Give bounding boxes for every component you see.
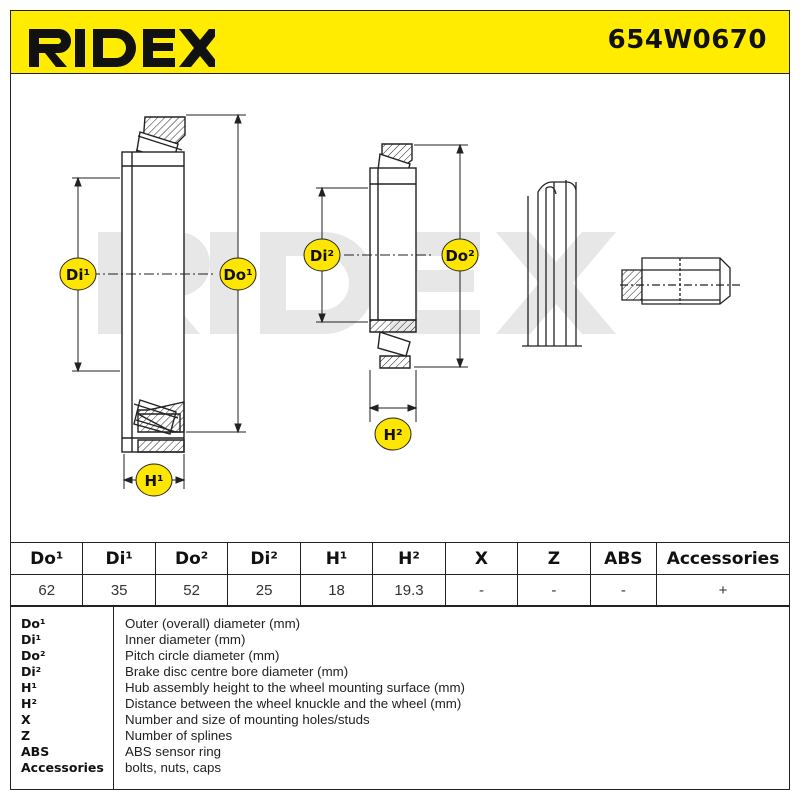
value-cell: 19.3 <box>372 574 446 607</box>
legend-desc: Number and size of mounting holes/studs <box>125 712 370 727</box>
bearing-2-section <box>369 143 417 369</box>
ring-section <box>620 257 740 305</box>
legend-desc: Distance between the wheel knuckle and t… <box>125 696 462 711</box>
legend-desc: Outer (overall) diameter (mm) <box>125 616 301 631</box>
legend-code: H¹ <box>21 680 37 695</box>
header-cell: Accessories <box>656 542 790 575</box>
spec-table: Do¹ Di¹ Do² Di² H¹ H² X Z ABS Accessorie… <box>9 542 790 607</box>
legend-desc: Brake disc centre bore diameter (mm) <box>125 664 349 679</box>
label-di1-text: Di¹ <box>66 266 90 284</box>
legend-row: Di¹ Inner diameter (mm) <box>11 632 789 648</box>
header-cell: Di¹ <box>82 542 156 575</box>
legend-row: Accessories bolts, nuts, caps <box>11 760 789 776</box>
label-di2-text: Di² <box>310 247 334 265</box>
label-h1: H¹ <box>135 463 173 497</box>
seal-section <box>522 180 582 347</box>
value-cell: - <box>444 574 519 607</box>
header-cell: Do¹ <box>9 542 84 575</box>
legend-row: X Number and size of mounting holes/stud… <box>11 712 789 728</box>
legend-row: ABS ABS sensor ring <box>11 744 789 760</box>
label-do2-text: Do² <box>445 247 474 265</box>
header-cell: H¹ <box>299 542 374 575</box>
legend-code: Do² <box>21 648 46 663</box>
legend-desc: Hub assembly height to the wheel mountin… <box>125 680 465 695</box>
header-cell: Do² <box>154 542 229 575</box>
legend-row: H¹ Hub assembly height to the wheel moun… <box>11 680 789 696</box>
header-cell: Z <box>517 542 591 575</box>
value-cell: + <box>656 574 790 607</box>
bearing-drawing: Di¹ Do¹ H¹ Di² Do² H² <box>59 113 740 497</box>
header-cell: X <box>444 542 519 575</box>
label-do1-text: Do¹ <box>223 266 252 284</box>
bearing-2-dimensions <box>316 143 468 422</box>
legend-row: Do² Pitch circle diameter (mm) <box>11 648 789 664</box>
label-h2: H² <box>374 417 412 451</box>
label-h2-text: H² <box>383 426 402 444</box>
bearing-1-section <box>121 116 186 453</box>
legend-desc: ABS sensor ring <box>125 744 222 759</box>
value-cell: - <box>589 574 658 607</box>
legend-row: Z Number of splines <box>11 728 789 744</box>
legend-code: Do¹ <box>21 616 46 631</box>
legend-desc: Pitch circle diameter (mm) <box>125 648 280 663</box>
header-cell: ABS <box>589 542 658 575</box>
legend-row: Do¹ Outer (overall) diameter (mm) <box>11 616 789 632</box>
label-h1-text: H¹ <box>144 472 163 490</box>
legend-code: Z <box>21 728 31 743</box>
value-cell: 62 <box>9 574 84 607</box>
value-cell: 25 <box>227 574 301 607</box>
part-number: 654W0670 <box>607 25 767 55</box>
legend-row: H² Distance between the wheel knuckle an… <box>11 696 789 712</box>
legend-desc: bolts, nuts, caps <box>125 760 222 775</box>
legend-code: H² <box>21 696 37 711</box>
header-bar: 654W0670 <box>10 10 790 74</box>
header-cell: Di² <box>227 542 301 575</box>
ridex-logo <box>29 29 215 67</box>
legend-code: X <box>21 712 31 727</box>
label-do2: Do² <box>441 238 479 272</box>
legend-row: Di² Brake disc centre bore diameter (mm) <box>11 664 789 680</box>
spec-table-header-row: Do¹ Di¹ Do² Di² H¹ H² X Z ABS Accessorie… <box>9 542 790 575</box>
legend-code: ABS <box>21 744 50 759</box>
value-cell: 35 <box>82 574 156 607</box>
legend-divider <box>113 606 114 789</box>
value-cell: - <box>517 574 591 607</box>
value-cell: 18 <box>299 574 374 607</box>
value-cell: 52 <box>154 574 229 607</box>
header-cell: H² <box>372 542 446 575</box>
legend-box: Do¹ Outer (overall) diameter (mm) Di¹ In… <box>10 605 790 790</box>
spec-table-value-row: 62 35 52 25 18 19.3 - - - + <box>9 574 790 607</box>
legend-code: Di² <box>21 664 42 679</box>
label-di2: Di² <box>303 238 341 272</box>
legend-code: Di¹ <box>21 632 42 647</box>
label-do1: Do¹ <box>219 257 257 291</box>
label-di1: Di¹ <box>59 257 97 291</box>
legend-desc: Inner diameter (mm) <box>125 632 246 647</box>
legend-code: Accessories <box>21 760 104 775</box>
legend-desc: Number of splines <box>125 728 233 743</box>
